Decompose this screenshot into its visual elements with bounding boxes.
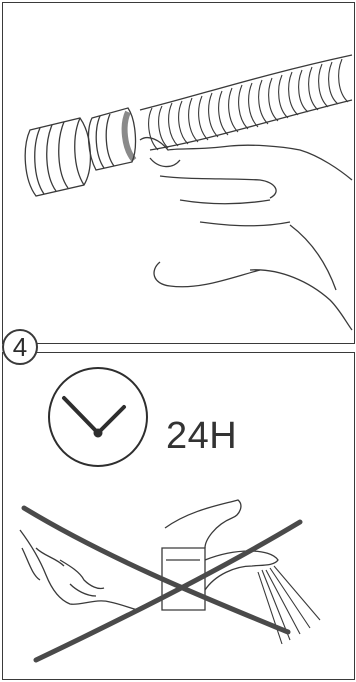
do-not-use-faucet-illustration bbox=[20, 500, 320, 644]
clock-icon bbox=[49, 368, 147, 466]
duration-text: 24H bbox=[166, 415, 237, 458]
hose-connector-illustration bbox=[25, 55, 352, 330]
step-number-badge: 4 bbox=[2, 329, 38, 365]
